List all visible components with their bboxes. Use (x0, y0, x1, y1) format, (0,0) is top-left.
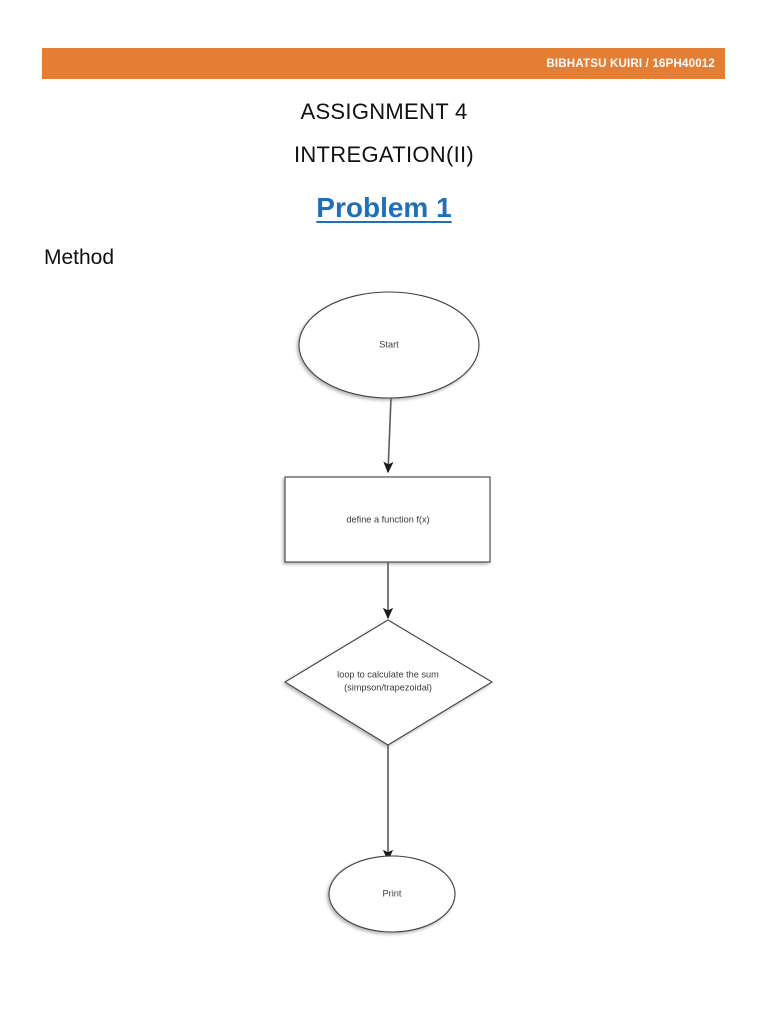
define-node-label: define a function f(x) (346, 514, 429, 524)
print-ellipse-shape (328, 855, 456, 933)
problem-heading: Problem 1 (0, 192, 768, 224)
method-label: Method (44, 246, 115, 269)
flowchart-diagram: Start define a function f(x) loop to cal… (250, 275, 530, 955)
problem-heading-text: Problem 1 (316, 192, 452, 223)
loop-node-label-line1: loop to calculate the sum (337, 669, 439, 679)
document-title-line-1: ASSIGNMENT 4 (300, 99, 468, 124)
header-band: BIBHATSU KUIRI / 16PH40012 (42, 48, 725, 79)
flow-node-loop[interactable]: loop to calculate the sum (simpson/trape… (283, 619, 494, 746)
define-rectangle-shape (284, 476, 491, 563)
flow-node-print[interactable]: Print (328, 855, 456, 933)
flow-node-start[interactable]: Start (298, 291, 480, 399)
flow-node-define[interactable]: define a function f(x) (284, 476, 491, 563)
header-author-text: BIBHATSU KUIRI / 16PH40012 (546, 57, 715, 70)
start-node-label: Start (379, 339, 399, 349)
flowchart-svg: Start define a function f(x) loop to cal… (283, 291, 494, 933)
start-ellipse-shape (298, 291, 480, 399)
connector-start-to-define (383, 397, 394, 474)
document-title-line-2: INTREGATION(II) (293, 142, 475, 167)
print-node-label: Print (383, 888, 402, 898)
loop-node-label-line2: (simpson/trapezoidal) (344, 682, 432, 692)
